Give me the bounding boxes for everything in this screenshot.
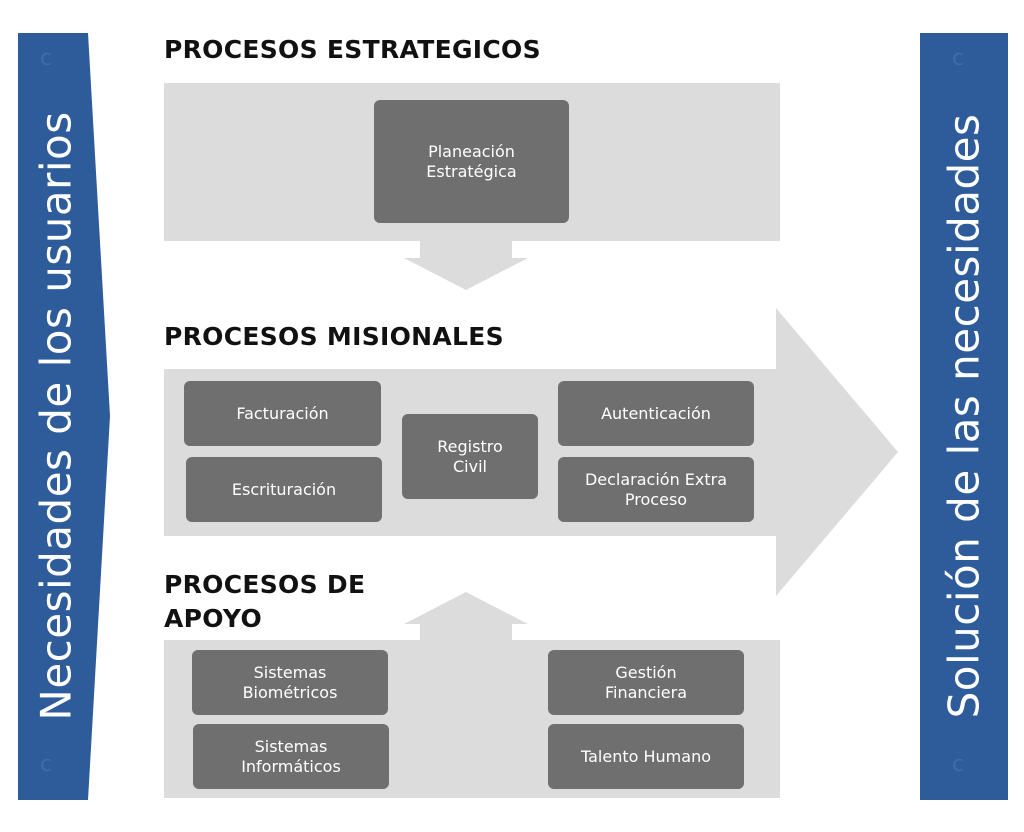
left-banner [18, 33, 88, 800]
process-box-sistemas-informaticos[interactable]: Sistemas Informáticos [193, 724, 389, 789]
process-box-label: Sistemas Biométricos [242, 662, 338, 702]
down-arrow-shape [404, 241, 528, 290]
process-box-label: Gestión Financiera [604, 662, 688, 702]
process-box-registro-civil[interactable]: Registro Civil [402, 414, 538, 499]
right-banner [920, 33, 1008, 800]
process-box-facturacion[interactable]: Facturación [184, 381, 381, 446]
section-title-apoyo: PROCESOS DE APOYO [164, 570, 366, 633]
left-banner-arrow-tip [88, 33, 110, 800]
left-banner-label: Necesidades de los usuarios [31, 111, 81, 721]
process-box-autenticacion[interactable]: Autenticación [558, 381, 754, 446]
section-title-estrategicos: PROCESOS ESTRATEGICOS [164, 35, 541, 64]
faint-c-mark-icon: c [952, 46, 965, 71]
process-box-label: Autenticación [601, 403, 711, 423]
faint-c-mark-icon: c [40, 752, 53, 777]
faint-c-mark-icon: c [952, 752, 965, 777]
process-box-planeacion[interactable]: Planeación Estratégica [374, 100, 569, 223]
section-title-misionales: PROCESOS MISIONALES [164, 322, 504, 351]
process-box-sistemas-biometricos[interactable]: Sistemas Biométricos [192, 650, 388, 715]
process-box-label: Talento Humano [581, 746, 711, 766]
process-box-label: Escrituración [231, 479, 337, 499]
process-box-escrituracion[interactable]: Escrituración [186, 457, 382, 522]
faint-c-mark-icon: c [40, 46, 53, 71]
up-arrow-shape [404, 592, 528, 640]
process-box-gestion-financiera[interactable]: Gestión Financiera [548, 650, 744, 715]
process-box-label: Declaración Extra Proceso [584, 469, 728, 509]
process-box-label: Sistemas Informáticos [241, 736, 341, 776]
process-box-label: Planeación Estratégica [426, 141, 517, 181]
right-banner-label: Solución de las necesidades [939, 113, 989, 719]
process-box-talento-humano[interactable]: Talento Humano [548, 724, 744, 789]
process-box-declaracion[interactable]: Declaración Extra Proceso [558, 457, 754, 522]
process-box-label: Registro Civil [437, 436, 503, 476]
process-box-label: Facturación [236, 403, 329, 423]
